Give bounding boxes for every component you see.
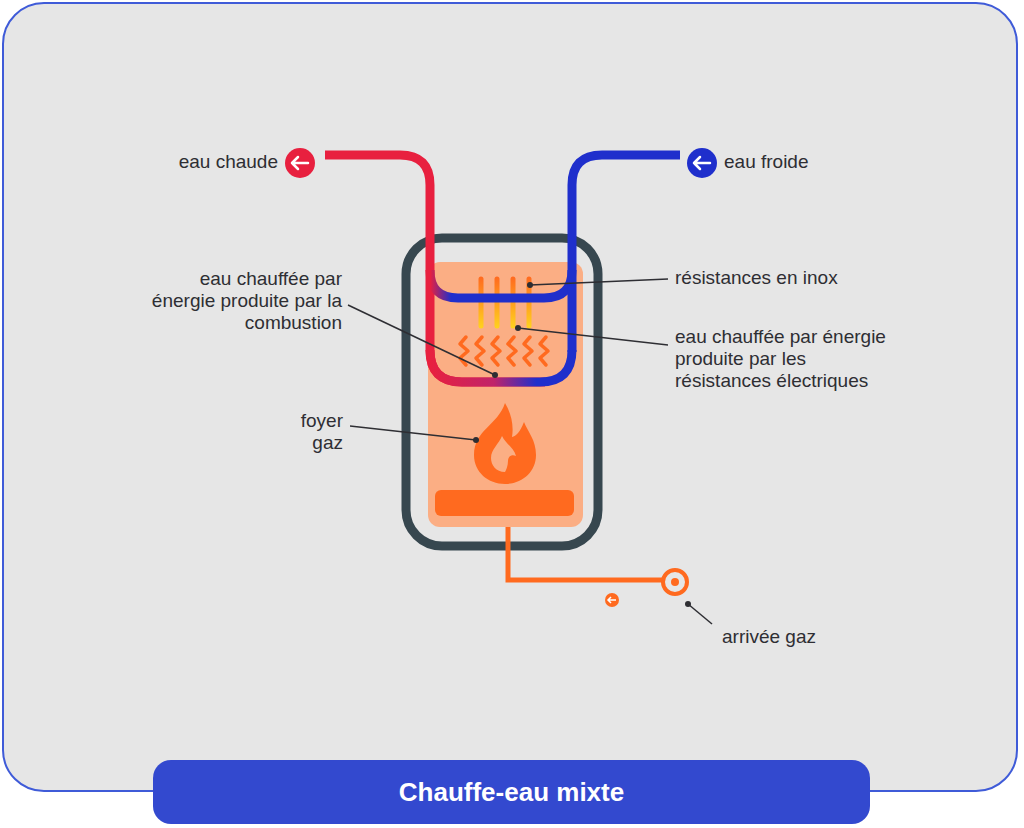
pipe-label: eau froide [724,151,924,173]
pipe-label: eau chaude [78,151,278,173]
part-label: eau chauffée par énergie produite par la… [142,268,342,334]
water-tank [428,262,583,527]
part-label: foyer gaz [283,410,343,454]
burner [435,490,574,516]
hot-water-arrow [285,148,315,178]
part-label: résistances en inox [675,267,925,289]
gas-pipe [508,527,663,580]
cold-water-arrow [687,148,717,178]
title-band: Chauffe-eau mixte [153,760,870,824]
gas-flame [474,403,536,484]
hot-water-arrow [292,157,308,169]
part-label: eau chauffée par énergie produite par le… [675,326,900,392]
part-label: arrivée gaz [722,626,922,648]
leader-line [348,279,712,624]
cold-water-arrow [694,157,710,169]
flow-arrow [608,597,616,603]
title: Chauffe-eau mixte [399,777,624,808]
gas-inlet [663,570,687,594]
heat-waves [460,337,548,365]
water-pipes [325,155,680,382]
leader-dot [473,282,691,607]
flow-arrow [605,593,619,607]
gas-inlet-core [671,578,679,586]
